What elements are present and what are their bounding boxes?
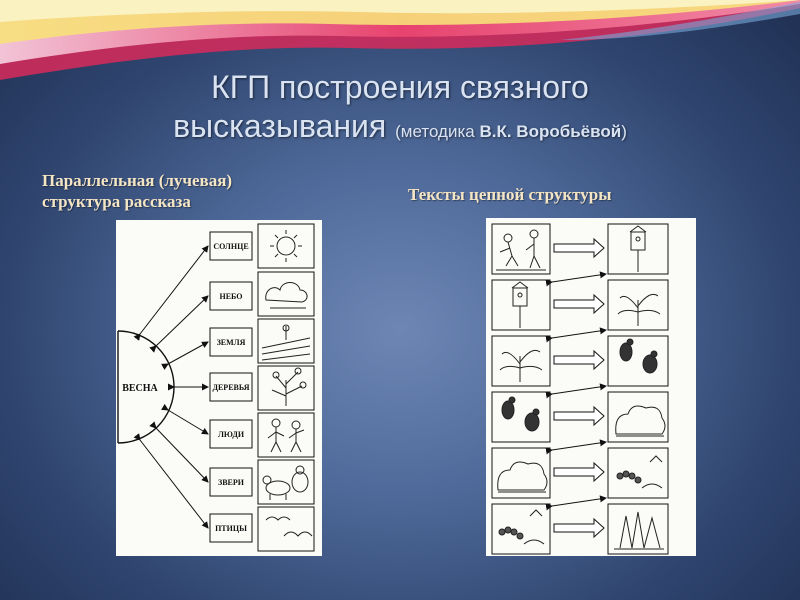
- tree-icon: [617, 293, 661, 326]
- bush-icon: [615, 405, 666, 437]
- left-heading-line2: структура рассказа: [42, 192, 191, 211]
- title-caps: КГП: [211, 69, 271, 105]
- title-line2-main: высказывания: [173, 108, 396, 144]
- left-heading: Параллельная (лучевая) структура рассказ…: [42, 170, 232, 212]
- chain-diagram-graphic: [491, 223, 669, 555]
- label-birds: ПТИЦЫ: [215, 524, 247, 533]
- title-author: В.К. Воробьёвой: [479, 122, 622, 141]
- label-earth: ЗЕМЛЯ: [216, 338, 246, 347]
- animals-icon: [262, 465, 309, 500]
- left-heading-line1: Параллельная (лучевая): [42, 171, 233, 190]
- field-icon: [261, 324, 311, 361]
- title-method-open: (методика: [395, 122, 480, 141]
- caterpillar-icon: [616, 455, 663, 489]
- people-planting-icon: [496, 229, 546, 271]
- cloud-icon: [265, 282, 308, 309]
- birds-icon: [619, 338, 658, 374]
- decorative-wave: [0, 0, 800, 80]
- tree-icon: [271, 367, 307, 406]
- birdhouse-icon: [511, 281, 529, 328]
- people-icon: [267, 418, 305, 453]
- bush-icon: [497, 461, 548, 493]
- right-heading: Тексты цепной структуры: [408, 185, 612, 204]
- birdhouse-icon: [629, 225, 647, 272]
- chain-structure-diagram: [486, 218, 696, 556]
- caterpillar-icon: [498, 509, 545, 545]
- label-sky: НЕБО: [219, 292, 243, 301]
- forest-icon: [614, 511, 664, 550]
- center-label-spring: ВЕСНА: [122, 383, 158, 394]
- tree-icon: [499, 349, 543, 382]
- radial-diagram-graphic: [117, 223, 315, 552]
- sun-icon: [270, 230, 302, 262]
- label-sun: СОЛНЦЕ: [213, 242, 249, 251]
- title-line1-rest: построения связного: [270, 69, 589, 105]
- label-people: ЛЮДИ: [217, 430, 245, 439]
- label-animals: ЗВЕРИ: [217, 478, 244, 487]
- radial-structure-diagram: ВЕСНА СОЛНЦЕ НЕБО ЗЕМЛЯ ДЕРЕВЬЯ ЛЮДИ ЗВЕ…: [116, 220, 322, 556]
- slide-title: КГП построения связного высказывания (ме…: [0, 68, 800, 152]
- birds-icon: [501, 396, 540, 432]
- label-trees: ДЕРЕВЬЯ: [212, 383, 250, 392]
- title-method-close: ): [621, 122, 627, 141]
- birds-icon: [265, 516, 313, 537]
